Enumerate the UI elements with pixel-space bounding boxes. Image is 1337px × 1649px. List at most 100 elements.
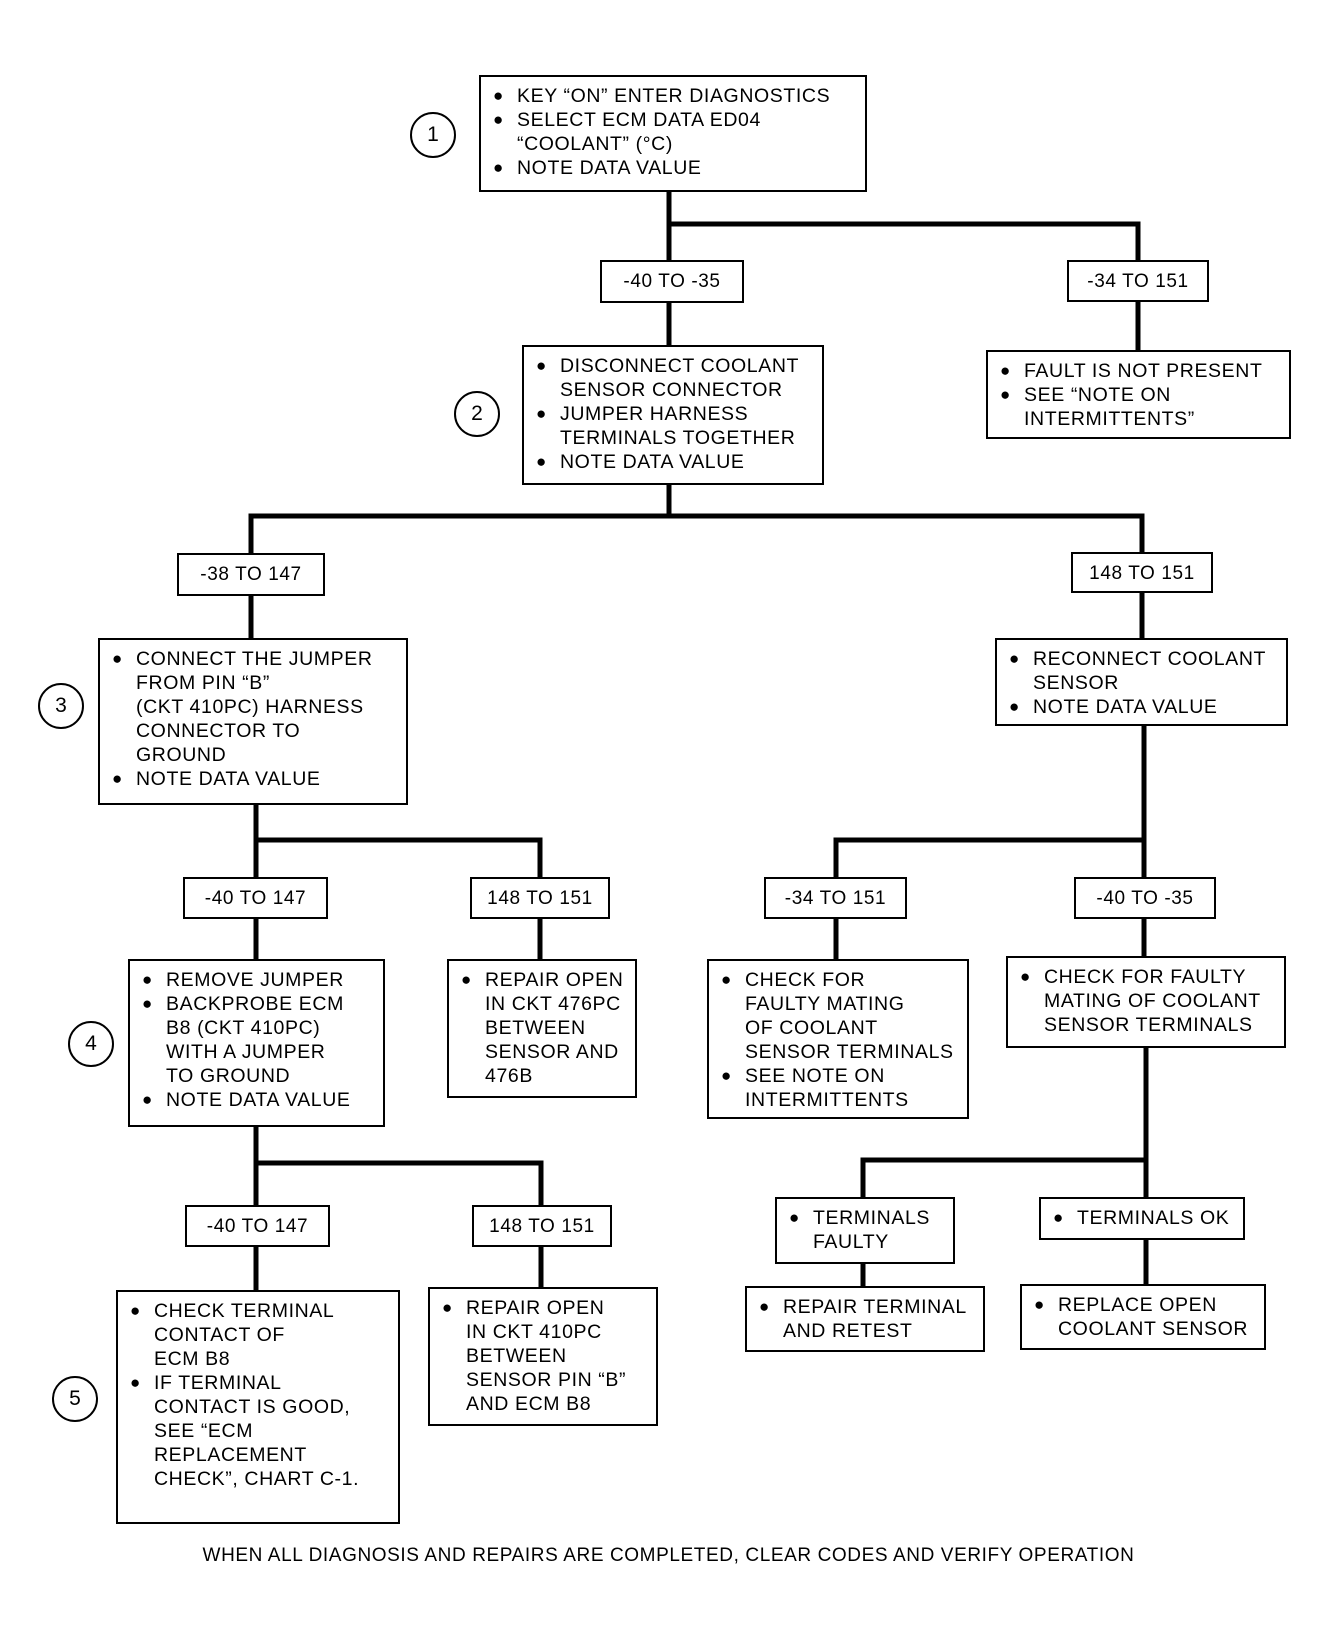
range-r1-right: -34 TO 151 — [1067, 260, 1209, 302]
bullet-line: COOLANT SENSOR — [1058, 1318, 1249, 1340]
bullet-line: SEE “ECM — [154, 1420, 254, 1442]
bullet-line: SENSOR AND — [485, 1041, 619, 1063]
bullet-line: NOTE DATA VALUE — [136, 768, 321, 790]
bullet-line: FAULTY — [813, 1231, 889, 1253]
bullet-line: AND RETEST — [783, 1320, 913, 1342]
step-number-4: 4 — [68, 1021, 114, 1067]
bullet-line: AND ECM B8 — [466, 1393, 592, 1415]
range-r2-left: -38 TO 147 — [177, 553, 325, 596]
bullet-line: OF COOLANT — [745, 1017, 878, 1039]
bullet-line: CHECK TERMINAL — [154, 1300, 335, 1322]
bullet-line: CONNECTOR TO — [136, 720, 301, 742]
bullet-line: NOTE DATA VALUE — [1033, 696, 1218, 718]
bullet-line: BETWEEN — [466, 1345, 567, 1367]
bullet-line: NOTE DATA VALUE — [560, 451, 745, 473]
bullet-line: SENSOR — [1033, 672, 1119, 694]
bullet-line: INTERMITTENTS — [745, 1089, 909, 1111]
bullet-line: FAULTY MATING — [745, 993, 905, 1015]
bullet-line: IN CKT 476PC — [485, 993, 621, 1015]
range-r3-left: -40 TO 147 — [183, 877, 328, 919]
bullet-line: SENSOR CONNECTOR — [560, 379, 783, 401]
bullet-line: REMOVE JUMPER — [166, 969, 344, 991]
step1-box: KEY “ON” ENTER DIAGNOSTICSSELECT ECM DAT… — [479, 75, 867, 192]
bullet-line: SENSOR TERMINALS — [1044, 1014, 1253, 1036]
bullet-line: DISCONNECT COOLANT — [560, 355, 800, 377]
terminals-ok-box: TERMINALS OK — [1039, 1197, 1245, 1240]
bullet-line: SEE “NOTE ON — [1024, 384, 1171, 406]
range-r4-left: -40 TO 147 — [185, 1205, 330, 1247]
bullet-line: SELECT ECM DATA ED04 — [517, 109, 761, 131]
bullet-item: NOTE DATA VALUE — [1009, 695, 1278, 719]
range-r1-left: -40 TO -35 — [600, 260, 744, 303]
bullet-item: NOTE DATA VALUE — [493, 156, 857, 180]
bullet-item: NOTE DATA VALUE — [536, 450, 814, 474]
bullet-item: NOTE DATA VALUE — [142, 1088, 375, 1112]
bullet-item: SELECT ECM DATA ED04“COOLANT” (°C) — [493, 108, 857, 156]
bullet-line: REPAIR OPEN — [466, 1297, 605, 1319]
bullet-list: FAULT IS NOT PRESENTSEE “NOTE ONINTERMIT… — [1000, 359, 1281, 431]
step-number-5: 5 — [52, 1376, 98, 1422]
bullet-list: TERMINALS OK — [1053, 1206, 1235, 1230]
bullet-line: NOTE DATA VALUE — [166, 1089, 351, 1111]
bullet-line: TERMINALS — [813, 1207, 931, 1229]
range-rc-right: -40 TO -35 — [1074, 877, 1216, 919]
bullet-line: CHECK”, CHART C-1. — [154, 1468, 360, 1490]
bullet-line: BETWEEN — [485, 1017, 586, 1039]
step-number-1: 1 — [410, 112, 456, 158]
bullet-line: FROM PIN “B” — [136, 672, 270, 694]
bullet-line: REPLACEMENT — [154, 1444, 307, 1466]
step-number-3: 3 — [38, 683, 84, 729]
bullet-line: GROUND — [136, 744, 227, 766]
bullet-item: TERMINALS OK — [1053, 1206, 1235, 1230]
bullet-item: KEY “ON” ENTER DIAGNOSTICS — [493, 84, 857, 108]
range-r4-right: 148 TO 151 — [472, 1205, 612, 1247]
bullet-line: “COOLANT” (°C) — [517, 133, 673, 155]
bullet-line: SENSOR PIN “B” — [466, 1369, 627, 1391]
bullet-line: INTERMITTENTS” — [1024, 408, 1195, 430]
bullet-line: JUMPER HARNESS — [560, 403, 749, 425]
step-number-2: 2 — [454, 391, 500, 437]
reconnect-box: RECONNECT COOLANTSENSORNOTE DATA VALUE — [995, 638, 1288, 726]
range-r2-right: 148 TO 151 — [1071, 552, 1213, 593]
fault-not-present-box: FAULT IS NOT PRESENTSEE “NOTE ONINTERMIT… — [986, 350, 1291, 439]
bullet-line: CONTACT OF — [154, 1324, 285, 1346]
bullet-line: TERMINALS TOGETHER — [560, 427, 796, 449]
footer-instruction: WHEN ALL DIAGNOSIS AND REPAIRS ARE COMPL… — [202, 1545, 1135, 1566]
bullet-line: B8 (CKT 410PC) — [166, 1017, 321, 1039]
bullet-line: 476B — [485, 1065, 533, 1087]
bullet-line: CHECK FOR — [745, 969, 866, 991]
range-rc-left: -34 TO 151 — [764, 877, 907, 919]
bullet-line: RECONNECT COOLANT — [1033, 648, 1267, 670]
